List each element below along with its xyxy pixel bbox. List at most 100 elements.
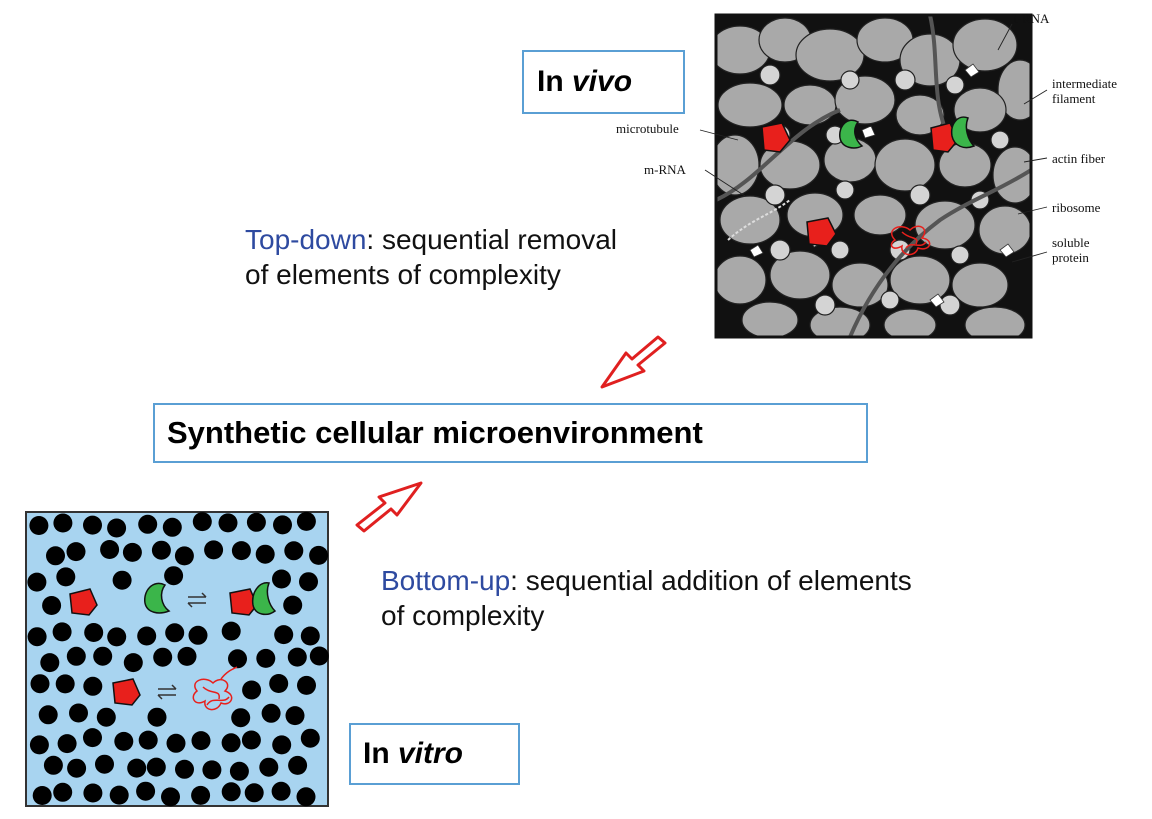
crowder-sphere bbox=[261, 703, 281, 723]
crowder-sphere bbox=[83, 515, 102, 535]
center-title-text: Synthetic cellular microenvironment bbox=[167, 415, 703, 450]
crowder-sphere bbox=[256, 648, 276, 668]
crowder-sphere bbox=[231, 708, 251, 728]
in-vitro-prefix: In bbox=[363, 737, 398, 770]
crowder-sphere bbox=[175, 759, 194, 779]
red-protein bbox=[112, 678, 141, 706]
synthetic-microenvironment-title: Synthetic cellular microenvironment bbox=[153, 403, 868, 463]
crowder-sphere bbox=[55, 674, 75, 694]
crowder-sphere bbox=[93, 646, 113, 666]
crowder-sphere bbox=[174, 546, 194, 566]
in-vitro-italic: vitro bbox=[398, 737, 464, 770]
unfolded-protein-icon bbox=[192, 666, 238, 711]
crowder-sphere bbox=[255, 544, 275, 564]
crowder-sphere bbox=[300, 626, 320, 646]
crowder-sphere bbox=[202, 760, 222, 780]
crowder-sphere bbox=[137, 626, 157, 646]
crowder-sphere bbox=[83, 676, 103, 696]
crowder-sphere bbox=[300, 728, 320, 748]
crowder-sphere bbox=[283, 595, 303, 615]
crowder-sphere bbox=[188, 625, 208, 645]
red-protein bbox=[229, 588, 258, 616]
green-protein bbox=[144, 582, 171, 614]
label-mrna: m-RNA bbox=[644, 162, 687, 177]
label-microtubule: microtubule bbox=[616, 121, 679, 136]
crowder-sphere bbox=[191, 731, 211, 751]
hollow-arrow-icon bbox=[355, 481, 423, 533]
crowder-sphere bbox=[244, 783, 264, 803]
crowder-sphere bbox=[123, 653, 143, 673]
crowder-sphere bbox=[96, 707, 116, 727]
bottom-up-keyword: Bottom-up bbox=[381, 565, 511, 596]
crowder-sphere bbox=[127, 758, 147, 778]
in-vivo-cell-image: t-RNA intermediate filament microtubule … bbox=[616, 11, 1117, 339]
crowder-sphere bbox=[138, 514, 158, 534]
crowder-sphere bbox=[42, 596, 62, 615]
crowder-sphere bbox=[309, 646, 329, 666]
in-vitro-image bbox=[25, 511, 329, 807]
crowder-sphere bbox=[29, 735, 49, 755]
crowder-sphere bbox=[57, 734, 77, 754]
crowder-sphere bbox=[122, 542, 142, 562]
crowder-sphere bbox=[165, 623, 185, 643]
label-soluble-protein-2: protein bbox=[1052, 250, 1089, 265]
crowder-sphere bbox=[285, 706, 305, 726]
crowder-sphere bbox=[32, 786, 52, 805]
label-actin-fiber: actin fiber bbox=[1052, 151, 1106, 166]
top-down-description: Top-down: sequential removal of elements… bbox=[245, 222, 625, 292]
crowder-sphere bbox=[204, 540, 224, 560]
bottom-up-text: : sequential addition of elements of com… bbox=[381, 565, 912, 631]
crowder-sphere bbox=[259, 757, 279, 777]
in-vitro-label: In vitro bbox=[349, 723, 520, 785]
crowder-sphere bbox=[84, 623, 104, 642]
crowder-sphere bbox=[100, 540, 120, 559]
top-down-keyword: Top-down bbox=[245, 224, 367, 255]
crowder-sphere bbox=[218, 513, 238, 533]
crowder-sphere bbox=[107, 518, 127, 538]
crowder-sphere bbox=[43, 755, 63, 775]
crowder-sphere bbox=[269, 674, 289, 693]
crowder-sphere bbox=[221, 782, 241, 802]
label-trna: t-RNA bbox=[1014, 11, 1050, 26]
crowder-sphere bbox=[146, 757, 166, 777]
crowder-sphere bbox=[231, 541, 251, 561]
crowder-sphere bbox=[46, 546, 65, 566]
crowder-sphere bbox=[136, 781, 156, 801]
crowder-sphere bbox=[83, 783, 103, 803]
crowder-sphere bbox=[67, 758, 87, 778]
label-soluble-protein: soluble bbox=[1052, 235, 1090, 250]
crowder-sphere bbox=[114, 731, 134, 751]
crowder-sphere bbox=[109, 785, 129, 805]
label-intermediate-filament: intermediate bbox=[1052, 76, 1117, 91]
crowder-sphere bbox=[166, 733, 186, 753]
crowder-sphere bbox=[29, 516, 49, 535]
crowder-sphere bbox=[221, 621, 241, 641]
crowder-sphere bbox=[53, 782, 73, 802]
label-ribosome: ribosome bbox=[1052, 200, 1101, 215]
crowder-sphere bbox=[273, 515, 292, 535]
crowder-sphere bbox=[297, 675, 316, 695]
crowder-sphere bbox=[38, 705, 58, 725]
crowder-sphere bbox=[272, 735, 292, 755]
crowder-sphere bbox=[288, 755, 308, 775]
label-intermediate-filament-2: filament bbox=[1052, 91, 1096, 106]
crowder-sphere bbox=[177, 646, 197, 666]
crowder-sphere bbox=[66, 542, 86, 562]
crowder-sphere bbox=[83, 728, 102, 748]
crowder-sphere bbox=[53, 513, 73, 533]
crowder-sphere bbox=[40, 653, 60, 673]
crowder-sphere bbox=[274, 625, 294, 645]
crowder-sphere bbox=[138, 730, 158, 750]
equilibrium-arrows-icon bbox=[157, 592, 207, 700]
crowder-sphere bbox=[95, 754, 114, 774]
crowder-sphere bbox=[242, 680, 262, 700]
crowder-sphere bbox=[30, 674, 50, 694]
crowder-sphere bbox=[27, 627, 47, 647]
crowder-sphere bbox=[161, 787, 180, 807]
crowder-sphere bbox=[299, 572, 318, 592]
in-vivo-label: In vivo bbox=[522, 50, 685, 114]
crowder-sphere bbox=[112, 570, 132, 590]
crowder-sphere bbox=[164, 566, 184, 586]
top-down-text: : sequential removal of elements of comp… bbox=[245, 224, 617, 290]
crowder-sphere bbox=[147, 707, 167, 727]
